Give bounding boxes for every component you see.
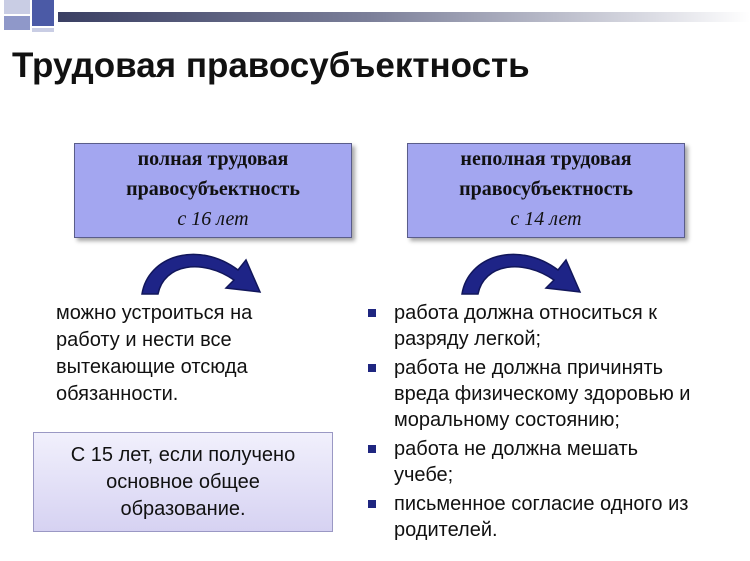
list-item-line: работа не должна мешать [394, 438, 639, 460]
age-15-note-box: С 15 лет, если получено основное общее о… [33, 432, 333, 532]
curved-arrow-icon [141, 253, 262, 295]
box-line: неполная трудовая [460, 148, 632, 170]
curved-arrow-icon [461, 253, 582, 295]
bullet-square-icon [368, 364, 376, 372]
note-line: основное общее [106, 471, 260, 493]
box-line: правосубъектность [126, 178, 300, 200]
bullet-square-icon [368, 445, 376, 453]
list-item: работа должна относиться к разряду легко… [366, 300, 746, 352]
decorative-square [32, 0, 54, 26]
list-item-line: вреда физическому здоровью и [394, 383, 691, 405]
note-line: образование. [120, 498, 246, 520]
box-age: с 16 лет [177, 208, 249, 230]
note-line: С 15 лет, если получено [70, 444, 296, 466]
text-line: можно устроиться на [56, 302, 253, 324]
decorative-square [4, 16, 30, 30]
text-line: обязанности. [56, 383, 179, 405]
box-line: правосубъектность [459, 178, 633, 200]
partial-capacity-conditions-list: работа должна относиться к разряду легко… [366, 300, 746, 546]
text-line: работу и нести все [56, 329, 232, 351]
list-item-line: письменное согласие одного из [394, 493, 689, 515]
list-item-line: разряду легкой; [394, 328, 542, 350]
list-item-line: родителей. [394, 519, 498, 541]
list-item-line: работа не должна причинять [394, 357, 664, 379]
list-item: работа не должна мешать учебе; [366, 436, 746, 488]
slide-title: Трудовая правосубъектность [12, 46, 530, 85]
text-line: вытекающие отсюда [56, 356, 248, 378]
full-capacity-box: полная трудовая правосубъектность с 16 л… [74, 143, 352, 238]
bullet-square-icon [368, 500, 376, 508]
list-item-line: работа должна относиться к [394, 302, 658, 324]
decorative-square [4, 0, 30, 14]
decorative-squares [0, 0, 60, 32]
full-capacity-description: можно устроиться на работу и нести все в… [56, 300, 336, 408]
bullet-square-icon [368, 309, 376, 317]
partial-capacity-box: неполная трудовая правосубъектность с 14… [407, 143, 685, 238]
list-item: работа не должна причинять вреда физичес… [366, 355, 746, 433]
list-item-line: моральному состоянию; [394, 409, 620, 431]
box-age: с 14 лет [510, 208, 582, 230]
list-item: письменное согласие одного из родителей. [366, 491, 746, 543]
list-item-line: учебе; [394, 464, 454, 486]
box-line: полная трудовая [137, 148, 289, 170]
decorative-square [32, 28, 54, 32]
header-gradient-bar [58, 12, 750, 22]
